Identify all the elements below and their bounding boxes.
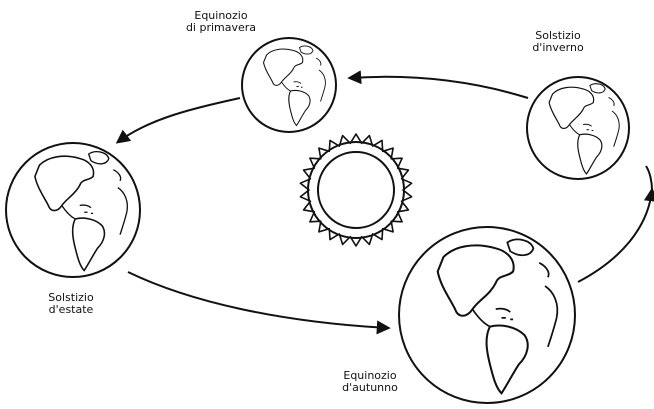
orbit-arrow-upper-left xyxy=(118,98,240,142)
label-summer-solstice: Solstizio d'estate xyxy=(36,292,106,316)
earth-globe-icon xyxy=(527,77,629,179)
label-autumn-equinox: Equinozio d'autunno xyxy=(330,370,410,394)
orbit-arrow-right xyxy=(578,190,652,282)
label-spring-equinox-line2: di primavera xyxy=(176,22,266,34)
label-winter-solstice: Solstizio d'inverno xyxy=(518,30,598,54)
label-spring-equinox: Equinozio di primavera xyxy=(176,10,266,34)
orbit-arrow-top xyxy=(350,77,528,98)
label-winter-solstice-line2: d'inverno xyxy=(518,42,598,54)
orbit-arrow-right-tip xyxy=(646,166,652,190)
label-summer-solstice-line2: d'estate xyxy=(36,304,106,316)
sun-icon xyxy=(300,134,411,246)
earth-globe-icon xyxy=(399,227,575,403)
label-autumn-equinox-line2: d'autunno xyxy=(330,382,410,394)
orbit-arrow-lower-left xyxy=(128,272,388,328)
earth-globe-icon xyxy=(242,38,336,132)
earth-globe-icon xyxy=(6,143,140,277)
